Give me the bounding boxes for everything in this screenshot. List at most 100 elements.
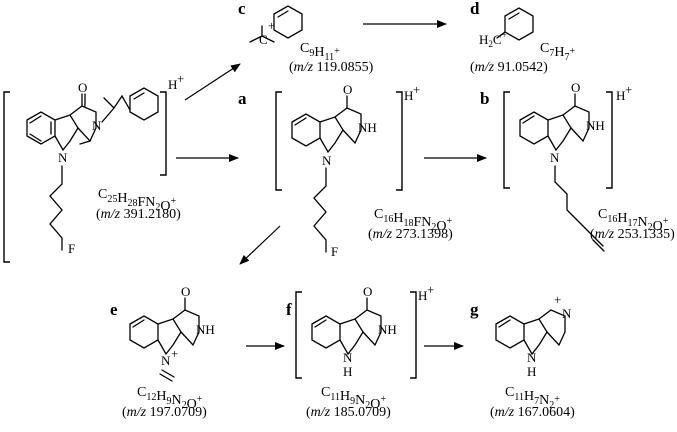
fragment-f-o-atom: O (363, 284, 372, 299)
parent-n2-atom: N (92, 118, 102, 133)
parent-mz: (m/z 391.2180) (96, 207, 181, 222)
fragment-f-n-atom: N (343, 350, 353, 365)
parent-n5-atom: N (58, 150, 68, 165)
fragment-f-formula: C11H9N2O+ (321, 385, 386, 412)
fragment-b-pyridone (562, 105, 590, 143)
fragment-d-formula: C7H7+ (540, 41, 575, 63)
fragment-b-mz: (m/z 253.1335) (590, 227, 675, 242)
fragment-f-label: f (286, 300, 292, 319)
fragment-a-n-atom: N (322, 153, 332, 168)
fragment-c-phenyl-inner (277, 10, 289, 18)
fragment-b-o-atom: O (571, 80, 580, 95)
fragment-b-pentenyl (554, 165, 604, 247)
fragment-a-o-atom: O (343, 82, 352, 97)
fragment-a-pyrrole (319, 116, 344, 154)
fragment-f-pyrrole (339, 318, 364, 356)
fragment-g-mz: (m/z 167.0604) (490, 405, 575, 420)
parent-benzene-inner-1 (29, 115, 42, 124)
fragment-b-pyrrole (547, 114, 572, 152)
fragment-b-label: b (480, 89, 489, 108)
parent-cumyl-phenyl (129, 87, 159, 121)
fragment-d-mz: (m/z 91.0542) (470, 60, 548, 75)
fragment-e-label: e (110, 300, 118, 319)
parent-benzene-inner-3 (29, 133, 42, 142)
fragment-f-mz: (m/z 185.0709) (306, 405, 391, 420)
fragment-g-nh-n-atom: N (527, 350, 537, 365)
fragment-c-phenyl (273, 5, 303, 39)
fragment-e-benzene (129, 315, 159, 349)
fragment-g-label: g (470, 300, 479, 319)
fragment-b-bracket-right (606, 91, 613, 189)
fragment-a-pyridone (334, 107, 362, 145)
fragment-d-h2c: H2C+ (479, 30, 507, 49)
fragment-g-benzene (495, 315, 525, 349)
parent-structure: H + O N N F C25H28FN2O+ (m/z 391.2180) (3, 71, 184, 263)
fragment-a-nh-atom: NH (358, 120, 377, 135)
fragment-f-h-atom: H (343, 364, 352, 379)
fragment-e-pyridone (172, 309, 200, 347)
fragment-b-nh-atom: NH (586, 118, 605, 133)
fragment-d-ch2-bond (496, 31, 506, 39)
fragment-g-pyridine (538, 309, 566, 347)
fragment-g-h-atom: H (527, 364, 536, 379)
fragment-f-benzene-inner (314, 319, 327, 328)
fragment-e-benzene-inner (132, 319, 145, 328)
fragment-e-n-plus: + (171, 346, 178, 361)
parent-f-atom: F (68, 241, 75, 256)
fragment-b-formula: C16H17N2O+ (598, 207, 669, 234)
fragment-e-methylene (161, 369, 175, 378)
fragment-a-f-atom: F (331, 244, 338, 259)
fragment-f-benzene (311, 315, 341, 349)
fragment-b: b H + O NH N C16H17N2O+ (m/z 253.1335) (480, 80, 675, 252)
fragment-a-bracket-right (396, 91, 403, 191)
fragment-c-plus: + (268, 18, 275, 33)
fragment-e: e O NH N + C12H9N2O+ (m/z 197.0709) (110, 284, 215, 420)
parent-o-atom: O (78, 80, 87, 95)
parent-phenyl-inner (133, 92, 145, 100)
fragment-b-benzene-inner (522, 115, 535, 124)
fragment-e-formula: C12H9N2O+ (137, 385, 203, 412)
fragment-a-mz: (m/z 273.1398) (368, 227, 453, 242)
fragment-g-benzene-inner (498, 319, 511, 328)
fragment-a: a H + O NH N F C16H18FN2O+ (m/z 273.1398… (238, 82, 453, 259)
fragment-g-formula: C11H7N2+ (505, 385, 560, 411)
fragment-e-pyrrole (157, 318, 182, 356)
fragment-f-h-plus: + (427, 282, 434, 297)
fragment-d: d H2C+ C7H7+ (m/z 91.0542) (470, 0, 575, 75)
parent-pyrrole (54, 114, 79, 152)
fragment-d-label: d (470, 0, 480, 18)
fragment-e-mz: (m/z 197.0709) (122, 405, 207, 420)
fragment-a-benzene-inner (294, 117, 307, 126)
parent-h-plus: + (177, 71, 184, 86)
fragment-b-bracket-left (503, 91, 510, 189)
fragment-c-formula: C9H11+ (300, 41, 340, 63)
fragment-g-pyrrole (523, 318, 548, 356)
fragment-c-carbocation: C (259, 32, 268, 47)
fragment-f-pyridone (354, 309, 382, 347)
fragment-f-bracket-right (410, 291, 417, 379)
parent-bracket-left (3, 91, 10, 263)
parent-bracket-right (160, 91, 167, 176)
parent-cumyl-methyl (103, 97, 115, 109)
fragment-g-c-plus: + (554, 292, 561, 307)
parent-h-label: H (168, 77, 177, 92)
arrow-a-to-e (239, 225, 281, 265)
fragment-e-n-atom: N (161, 353, 171, 368)
parent-formula: C25H28FN2O+ (98, 187, 177, 214)
fragment-a-label: a (238, 89, 247, 108)
fragment-f-h-label: H (418, 288, 427, 303)
fragment-a-formula: C16H18FN2O+ (374, 207, 453, 234)
fragment-f-nh-atom: NH (378, 322, 397, 337)
parent-pyridone (69, 105, 97, 143)
fragment-g: g + N N H C11H7N2+ (m/z 167.0604) (470, 292, 575, 420)
fragment-a-benzene (291, 113, 321, 147)
fragment-b-h-label: H (616, 88, 625, 103)
fragment-a-h-label: H (404, 88, 413, 103)
fragment-c: c C + C9H11+ (m/z 119.0855) (238, 0, 374, 75)
fragment-e-nh-atom: NH (196, 322, 215, 337)
fragment-g-n-atom: N (562, 306, 572, 321)
parent-fluoropentyl (49, 165, 63, 251)
fragment-d-phenyl-inner (508, 12, 520, 20)
fragment-a-bracket-left (275, 91, 282, 191)
